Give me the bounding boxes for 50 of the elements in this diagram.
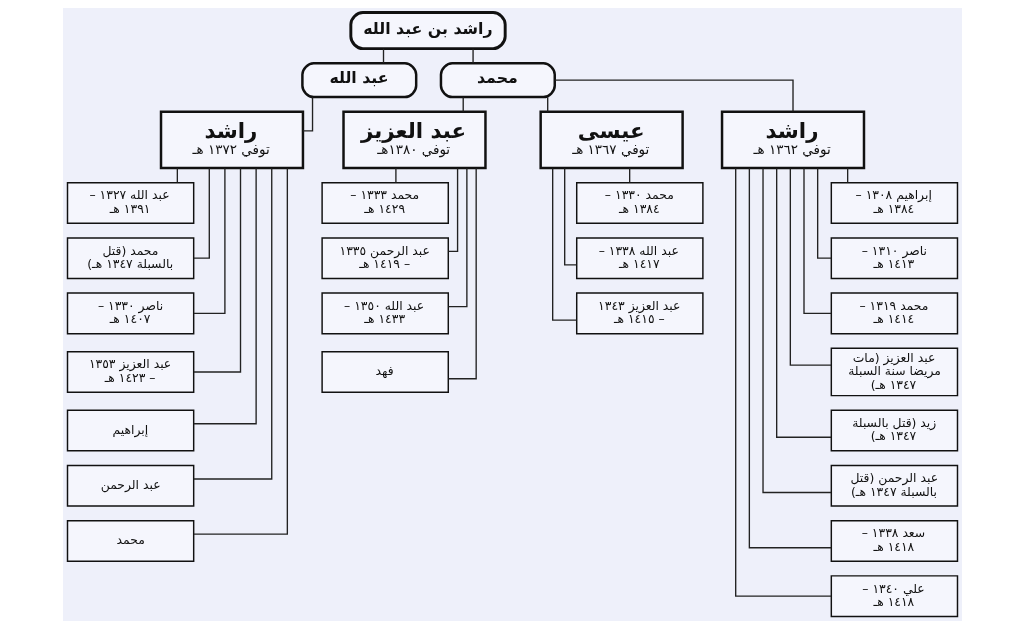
- node-box: إبراهيم: [66, 409, 194, 452]
- connector: [553, 79, 794, 113]
- connector: [789, 167, 832, 366]
- node-box: محمد: [66, 519, 194, 562]
- connector: [447, 167, 458, 253]
- node-box: عبد الله ١٣٥٠ – ١٤٣٣ هـ: [320, 292, 449, 335]
- node-box: محمد: [439, 62, 556, 99]
- connector: [394, 167, 397, 184]
- connector: [775, 167, 832, 438]
- node-box: راشد توفي ١٣٦٢ هـ: [720, 110, 865, 170]
- connector: [192, 167, 257, 425]
- node-box: فهد: [320, 350, 449, 393]
- node-box: عبد الرحمن (قتل بالسبلة ١٣٤٧ هـ): [830, 464, 958, 507]
- node-box: عيسى توفي ١٣٦٧ هـ: [538, 110, 684, 170]
- node-box: ناصر ١٣١٠ – ١٤١٣ هـ: [830, 237, 958, 280]
- connector: [301, 96, 313, 132]
- connector: [192, 167, 210, 259]
- connector: [734, 167, 832, 597]
- node-box: عبد العزيز ١٣٥٣ – ١٤٢٣ هـ: [66, 350, 194, 393]
- node-box: راشد بن عبد الله: [348, 11, 507, 51]
- node-box: محمد (قتل بالسبلة ١٣٤٧ هـ): [66, 237, 194, 280]
- node-box: عبد الرحمن ١٣٣٥ – ١٤١٩ هـ: [320, 237, 449, 280]
- node-box: عبد الرحمن: [66, 464, 194, 507]
- connector: [761, 167, 832, 494]
- node-box: عبد الله ١٣٢٧ – ١٣٩١ هـ: [66, 181, 194, 224]
- connector: [471, 48, 474, 64]
- connector: [192, 167, 288, 535]
- node-box: راشد توفي ١٣٧٢ هـ: [159, 110, 304, 170]
- connector: [563, 167, 577, 266]
- connector: [192, 167, 272, 480]
- node-box: ناصر ١٣٣٠ – ١٤٠٧ هـ: [66, 292, 194, 335]
- node-box: محمد ١٣٣٠ – ١٣٨٤ هـ: [575, 181, 704, 224]
- connector: [551, 167, 577, 321]
- node-box: سعد ١٣٣٨ – ١٤١٨ هـ: [830, 519, 958, 562]
- node-box: علي ١٣٤٠ – ١٤١٨ هـ: [830, 575, 958, 618]
- connector: [748, 167, 832, 549]
- node-box: محمد ١٣٣٣ – ١٤٢٩ هـ: [320, 181, 449, 224]
- node-box: محمد ١٣١٩ – ١٤١٤ هـ: [830, 292, 958, 335]
- node-box: عبد الله: [300, 62, 417, 99]
- node-box: عبد العزيز توفي ١٣٨٠هـ: [341, 110, 487, 170]
- node-box: عبد العزيز (مات مريضا سنة السبلة ١٣٤٧ هـ): [830, 347, 958, 397]
- node-box: عبد العزيز ١٣٤٣ – ١٤١٥ هـ: [575, 292, 704, 335]
- connector: [802, 167, 832, 315]
- connector: [192, 167, 241, 373]
- connector: [447, 167, 477, 380]
- connector: [192, 167, 226, 315]
- node-box: إبراهيم ١٣٠٨ – ١٣٨٤ هـ: [830, 181, 958, 224]
- node-box: زيد (قتل بالسبلة ١٣٤٧ هـ): [830, 409, 958, 452]
- connector: [447, 167, 468, 308]
- node-box: عبد الله ١٣٣٨ – ١٤١٧ هـ: [575, 237, 704, 280]
